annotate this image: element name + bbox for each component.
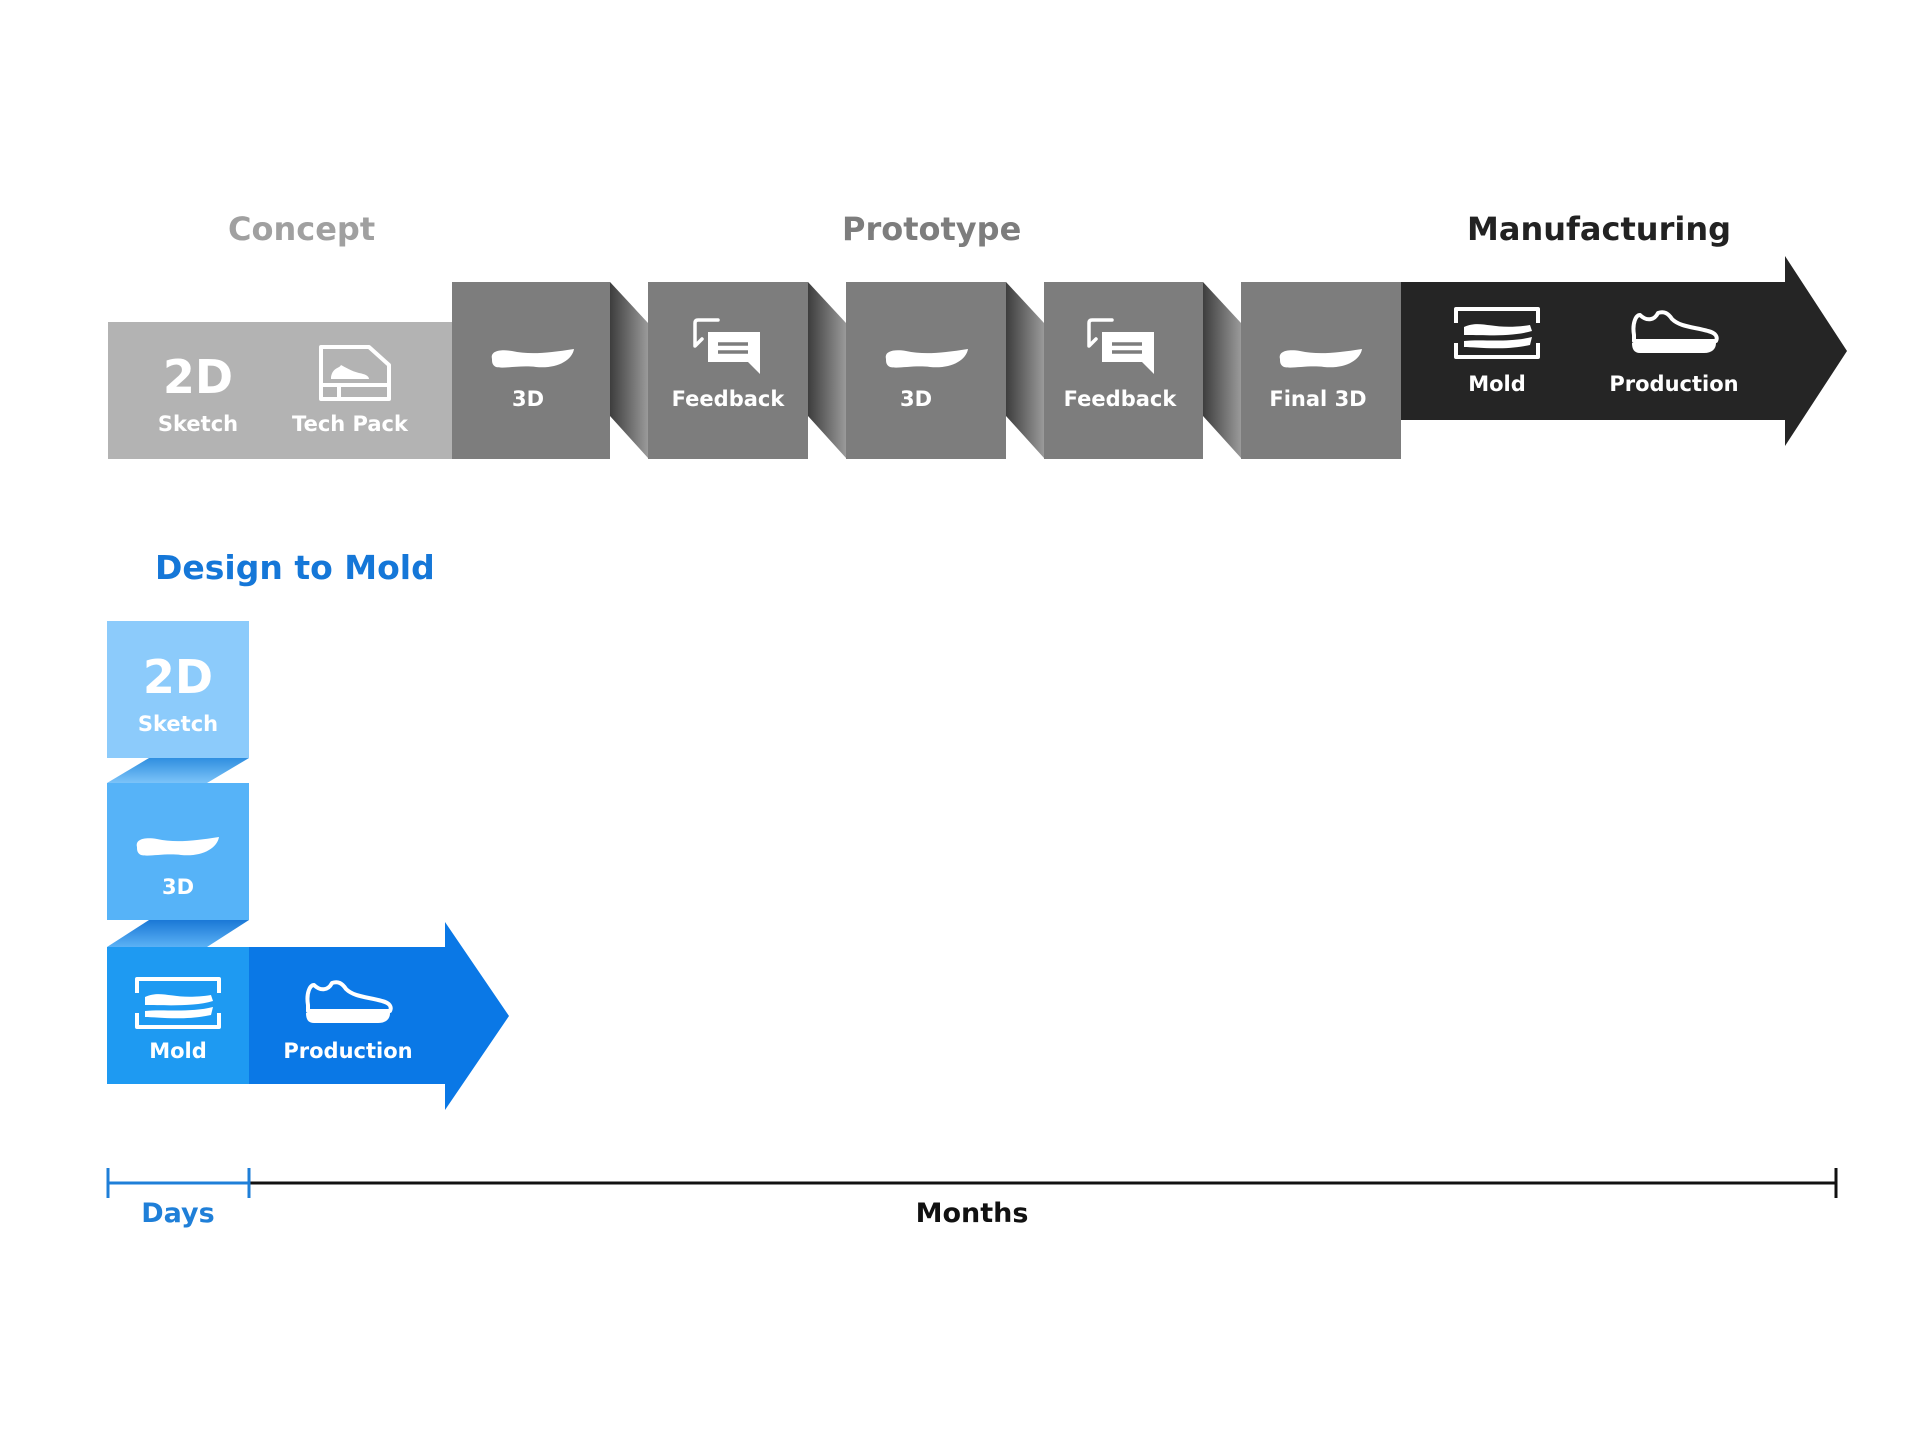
tech-pack-icon (319, 345, 391, 401)
mold-icon (135, 977, 221, 1029)
sole-3d-icon (885, 349, 968, 368)
proto-box-3d (452, 282, 610, 459)
production-label: Production (1609, 372, 1739, 396)
proto-box-final-3d (1241, 282, 1401, 459)
sketch-label: Sketch (157, 412, 239, 436)
proto-box-feedback (1044, 282, 1203, 459)
design-to-mold-title: Design to Mold (155, 548, 435, 587)
fold-connector (808, 282, 846, 458)
fold-connector (610, 282, 648, 458)
fold-connector (1006, 282, 1044, 458)
dtm-sketch-box (107, 621, 249, 758)
dtm-production-label: Production (283, 1039, 413, 1063)
proto-step-label: 3D (511, 387, 545, 411)
dtm-sketch-label: Sketch (137, 712, 219, 736)
proto-box-feedback (648, 282, 808, 459)
dtm-fold-connector (107, 758, 249, 783)
months-label: Months (915, 1198, 1029, 1229)
proto-step-label: Feedback (671, 387, 785, 411)
days-label: Days (141, 1198, 215, 1229)
tech-pack-label: Tech Pack (292, 412, 408, 436)
phase-title-manufacturing: Manufacturing (1467, 210, 1731, 248)
manufacturing-arrow (1401, 256, 1847, 446)
sole-final-3d-icon (1279, 349, 1362, 368)
proto-step-label: 3D (899, 387, 933, 411)
mold-icon (1454, 307, 1540, 359)
sole-3d-icon (491, 349, 574, 368)
feedback-chat-icon (1087, 318, 1154, 374)
shoe-production-icon (1631, 310, 1719, 353)
dtm-fold-connector (107, 920, 249, 947)
phase-title-prototype: Prototype (842, 210, 1022, 248)
sole-3d-icon (136, 837, 219, 856)
proto-step-label: Feedback (1063, 387, 1177, 411)
dtm-mold-label: Mold (149, 1039, 207, 1063)
phase-title-concept: Concept (228, 210, 376, 248)
concept-box (108, 322, 452, 459)
sketch-2d-text: 2D (162, 350, 234, 404)
proto-step-label: Final 3D (1269, 387, 1367, 411)
fold-connector (1203, 282, 1241, 458)
feedback-chat-icon (693, 318, 760, 374)
dtm-sketch-2d-text: 2D (142, 650, 214, 704)
mold-label: Mold (1468, 372, 1526, 396)
dtm-3d-label: 3D (161, 875, 195, 899)
proto-box-3d (846, 282, 1006, 459)
shoe-production-icon (305, 980, 393, 1023)
